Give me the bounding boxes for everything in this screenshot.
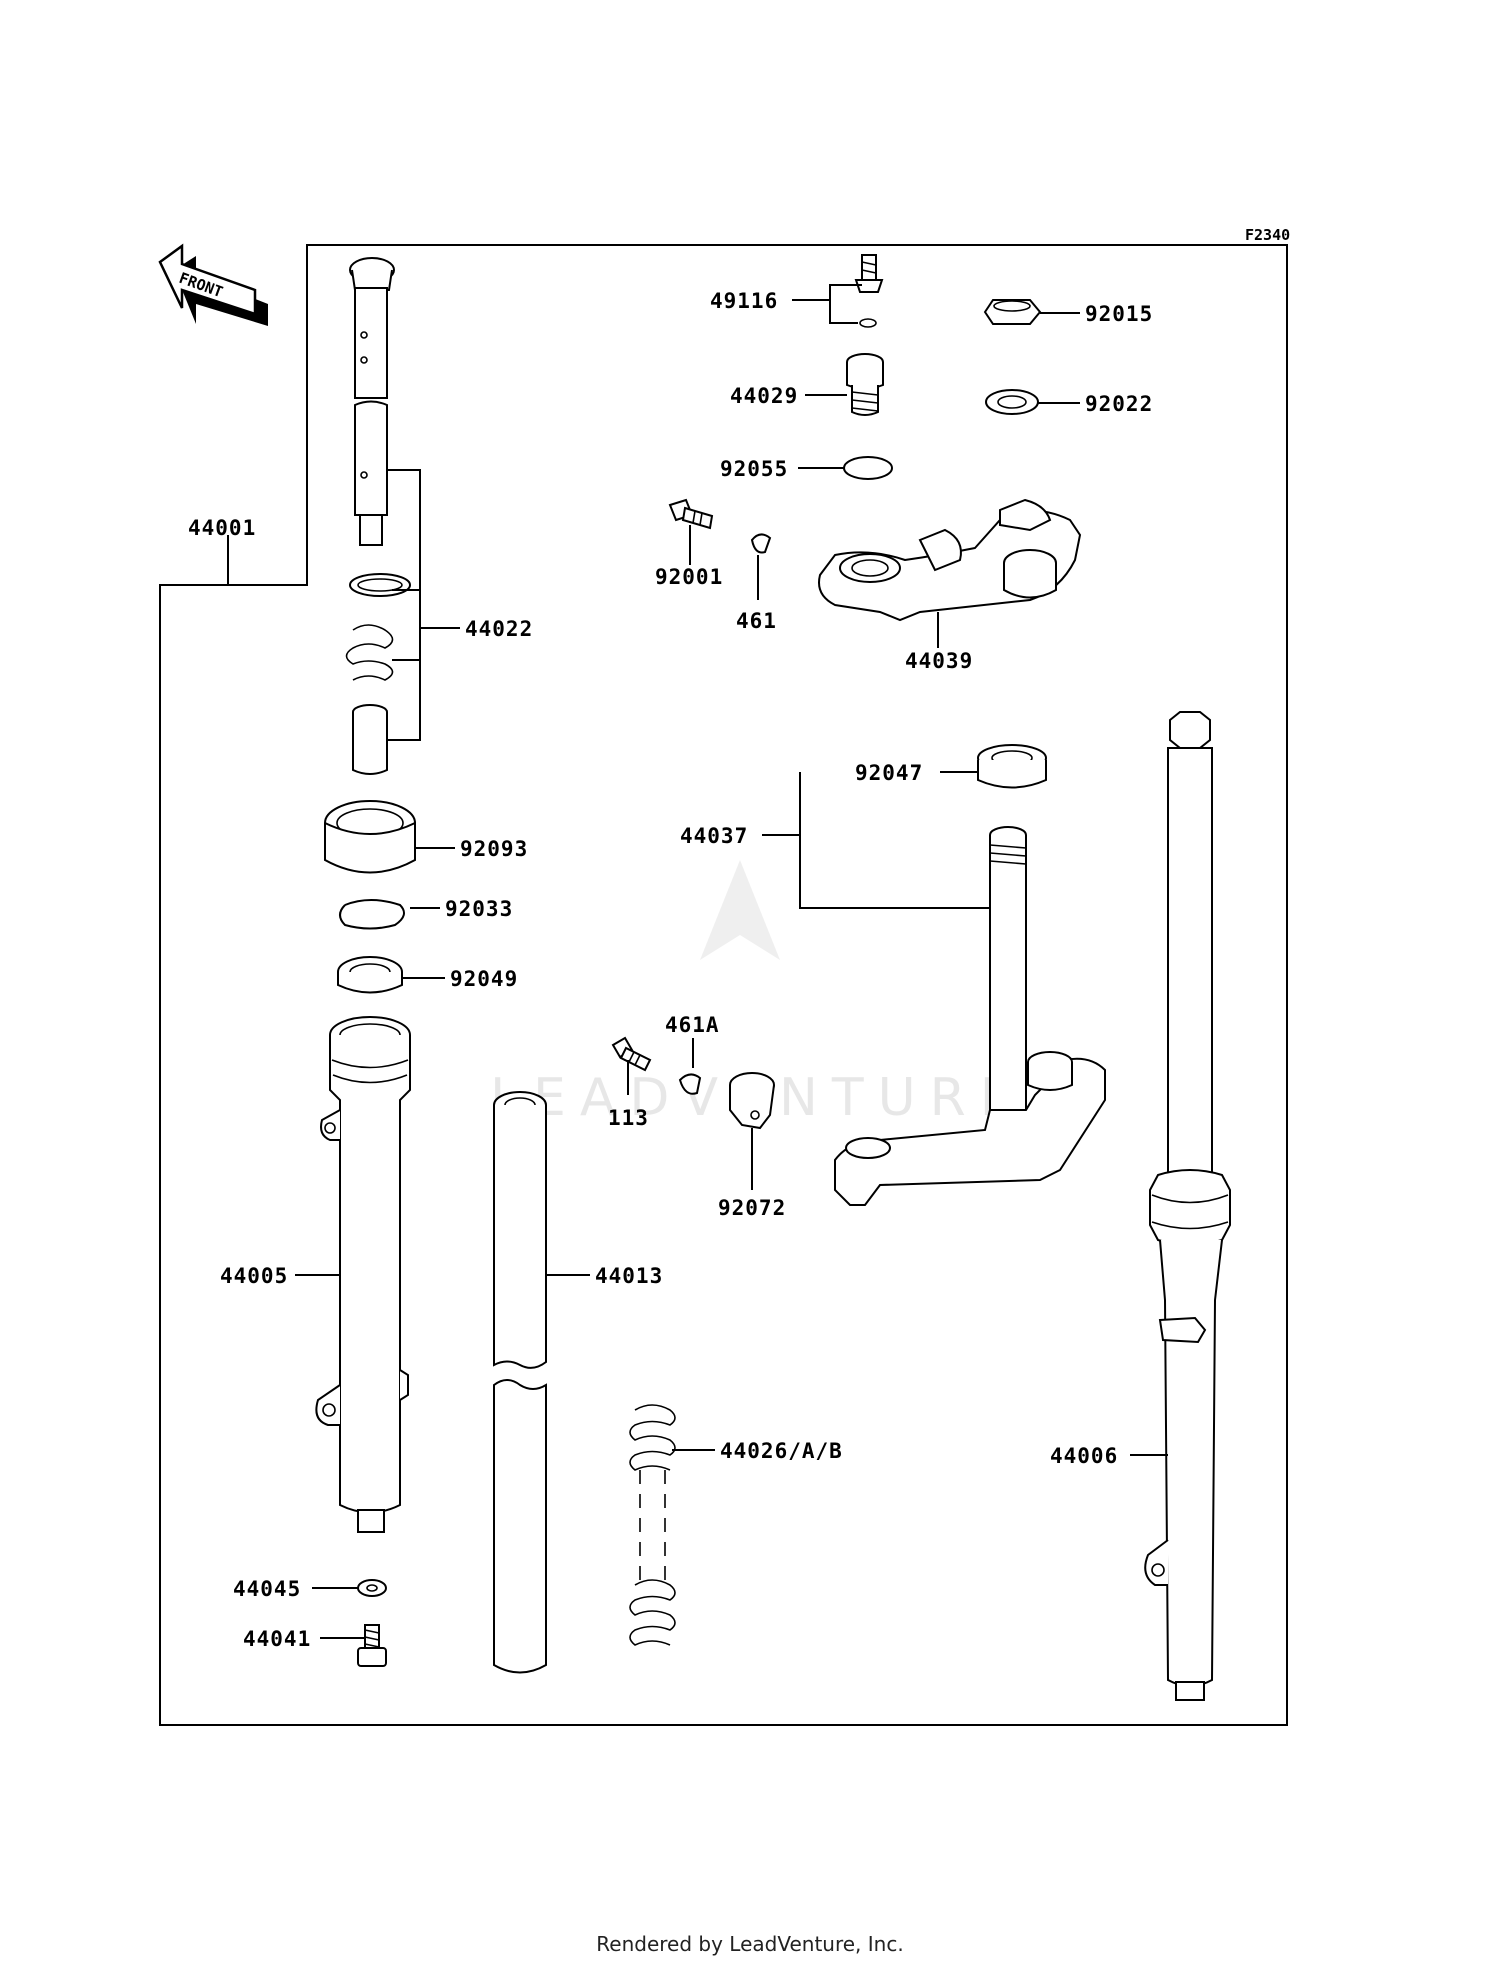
label-92033: 92033	[445, 897, 513, 921]
label-44037: 44037	[680, 824, 748, 848]
label-92001: 92001	[655, 565, 723, 589]
drain-bolt	[357, 1624, 387, 1667]
cable-guide	[729, 1072, 775, 1130]
oil-seal	[337, 956, 403, 994]
label-461a: 461A	[665, 1013, 720, 1037]
label-44006: 44006	[1050, 1444, 1118, 1468]
label-92015: 92015	[1085, 302, 1153, 326]
label-92022: 92022	[1085, 392, 1153, 416]
label-92049: 92049	[450, 967, 518, 991]
fork-spring	[629, 1404, 676, 1646]
label-44045: 44045	[233, 1577, 301, 1601]
label-44039: 44039	[905, 649, 973, 673]
damper-rod	[349, 257, 395, 546]
stem-nut	[983, 299, 1042, 325]
footer-credit: Rendered by LeadVenture, Inc.	[596, 1932, 904, 1956]
label-44029: 44029	[730, 384, 798, 408]
label-44026: 44026/A/B	[720, 1439, 843, 1463]
label-44001: 44001	[188, 516, 256, 540]
label-92055: 92055	[720, 457, 788, 481]
dust-seal	[324, 800, 416, 874]
front-arrow-icon: FRONT	[158, 243, 268, 326]
fork-cap-bolt	[846, 353, 884, 416]
outer-tube-left	[315, 1016, 411, 1533]
clip	[750, 533, 772, 554]
washer	[357, 1579, 387, 1597]
label-44022: 44022	[465, 617, 533, 641]
air-valve	[854, 254, 884, 328]
assembly-frame	[159, 244, 1288, 1726]
o-ring	[843, 456, 893, 480]
label-113: 113	[608, 1106, 649, 1130]
clip-a	[678, 1073, 702, 1095]
clamp-bolt	[668, 498, 714, 530]
fork-assembly-right	[1144, 711, 1231, 1701]
label-49116: 49116	[710, 289, 778, 313]
retaining-ring	[339, 899, 405, 930]
rebound-spring	[345, 624, 394, 681]
upper-bracket	[818, 498, 1082, 622]
label-92072: 92072	[718, 1196, 786, 1220]
label-44005: 44005	[220, 1264, 288, 1288]
steering-stem-seal	[977, 744, 1047, 789]
stem-clamp-bolt	[611, 1036, 652, 1072]
label-44013: 44013	[595, 1264, 663, 1288]
label-92047: 92047	[855, 761, 923, 785]
steering-stem-lower-bracket	[834, 826, 1106, 1206]
label-461: 461	[736, 609, 777, 633]
stem-washer	[985, 389, 1039, 415]
inner-tube	[493, 1091, 547, 1674]
label-92093: 92093	[460, 837, 528, 861]
figure-code: F2340	[1245, 226, 1290, 244]
label-44041: 44041	[243, 1627, 311, 1651]
piston-ring	[349, 573, 411, 597]
oil-lock-piece	[352, 704, 388, 775]
